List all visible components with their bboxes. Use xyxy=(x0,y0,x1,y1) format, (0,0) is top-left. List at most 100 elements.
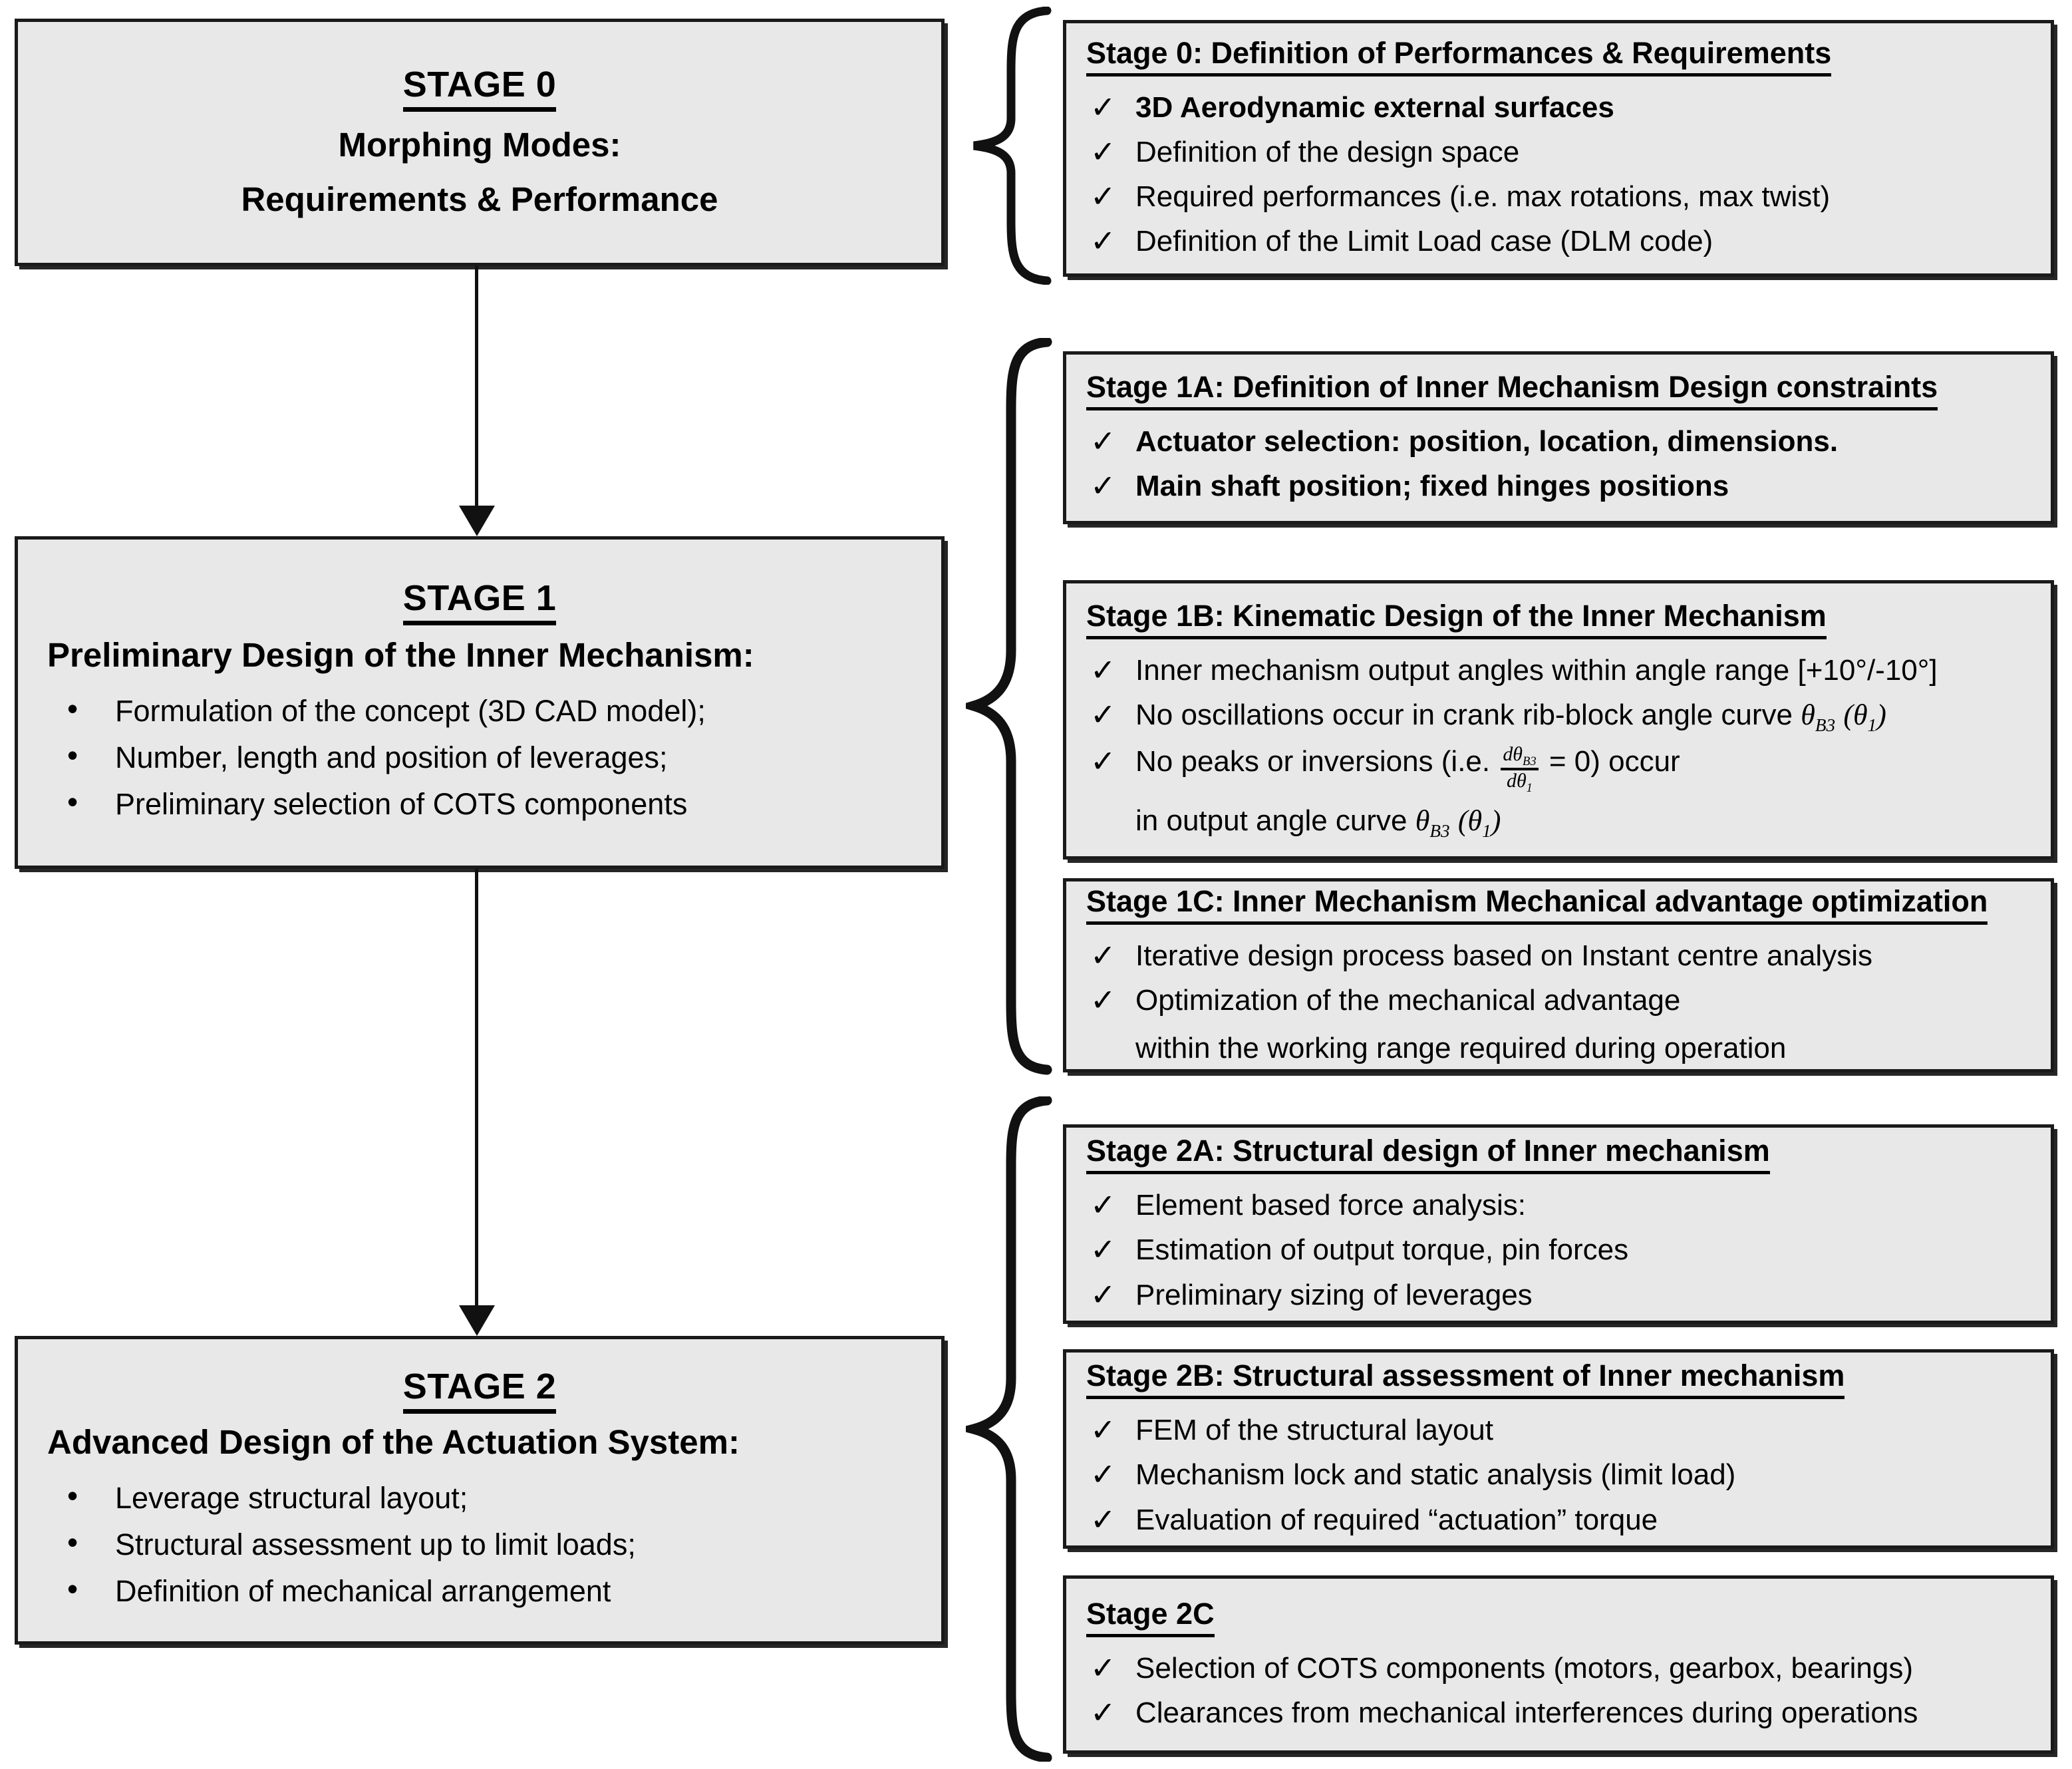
fraction-numerator: dθB3 xyxy=(1503,742,1537,768)
stage-1b-detail-list: ✓ Inner mechanism output angles within an… xyxy=(1086,649,2031,796)
stage-0-subtitle-line-2: Requirements & Performance xyxy=(241,180,718,219)
stage-1-title: STAGE 1 xyxy=(45,577,915,626)
theta-b3-symbol: θB3 xyxy=(1801,699,1836,735)
check-icon: ✓ xyxy=(1090,179,1116,214)
theta-b3-symbol: θB3 xyxy=(1415,804,1450,841)
arrow-stage1-to-stage2-line xyxy=(475,869,478,1309)
item-text: FEM of the structural layout xyxy=(1135,1414,1493,1447)
check-icon: ✓ xyxy=(1090,423,1116,458)
stage-0-detail-heading: Stage 0: Definition of Performances & Re… xyxy=(1086,35,1832,77)
stage-1-title-text: STAGE 1 xyxy=(402,578,557,626)
stage-1b-detail-box: Stage 1B: Kinematic Design of the Inner … xyxy=(1063,580,2054,860)
stage-0-subtitle-line-1: Morphing Modes: xyxy=(338,126,621,164)
stage-2a-detail-box: Stage 2A: Structural design of Inner mec… xyxy=(1063,1124,2054,1324)
stage-2b-detail-item-1: ✓ FEM of the structural layout xyxy=(1086,1408,2031,1452)
stage-1a-detail-heading: Stage 1A: Definition of Inner Mechanism … xyxy=(1086,369,1938,410)
item-text: 3D Aerodynamic external surfaces xyxy=(1135,90,1614,124)
stage-1c-detail-continuation: within the working range required during… xyxy=(1135,1031,1787,1064)
stage-2b-detail-item-3: ✓ Evaluation of required “actuation” torq… xyxy=(1086,1498,2031,1541)
stage-0-box: STAGE 0 Morphing Modes: Requirements & P… xyxy=(15,19,945,266)
check-icon: ✓ xyxy=(1090,652,1116,687)
item-text: Selection of COTS components (motors, ge… xyxy=(1135,1651,1913,1685)
check-icon: ✓ xyxy=(1090,1412,1116,1448)
stage-1a-detail-box: Stage 1A: Definition of Inner Mechanism … xyxy=(1063,351,2054,524)
stage-1c-detail-list: ✓ Iterative design process based on Insta… xyxy=(1086,934,2031,1023)
theta-1-argument: (θ1) xyxy=(1457,804,1501,841)
item-text: Definition of the Limit Load case (DLM c… xyxy=(1135,225,1713,258)
stage-2-bullet-list: Leverage structural layout; Structural a… xyxy=(45,1472,915,1615)
stage-1a-detail-item-2: ✓ Main shaft position; fixed hinges posit… xyxy=(1086,464,2031,508)
arrow-stage0-to-stage1-line xyxy=(475,266,478,507)
stage-2a-detail-list: ✓Element based force analysis: ✓Estimati… xyxy=(1086,1184,2031,1317)
stage-1-box: STAGE 1 Preliminary Design of the Inner … xyxy=(15,536,945,869)
equals-zero: = 0) occur xyxy=(1549,745,1680,778)
stage-1a-detail-list: ✓ Actuator selection: position, location,… xyxy=(1086,420,2031,509)
arrow-stage0-to-stage1-head xyxy=(459,506,495,536)
stage-2-title: STAGE 2 xyxy=(45,1366,915,1414)
stage-2c-detail-heading: Stage 2C xyxy=(1086,1596,1215,1637)
check-icon: ✓ xyxy=(1090,1277,1116,1312)
item-text: Main shaft position; fixed hinges positi… xyxy=(1135,470,1729,502)
item-text: Required performances (i.e. max rotation… xyxy=(1135,180,1831,213)
stage-2b-detail-item-2: ✓Mechanism lock and static analysis (lim… xyxy=(1086,1453,2031,1496)
stage-2-bullet-2: Structural assessment up to limit loads; xyxy=(67,1519,915,1568)
stage-0-detail-item-2: ✓ Definition of the design space xyxy=(1086,130,2031,174)
stage-1b-detail-item-1: ✓ Inner mechanism output angles within an… xyxy=(1086,649,2031,692)
check-icon: ✓ xyxy=(1090,938,1116,973)
item-text: Inner mechanism output angles within ang… xyxy=(1135,653,1938,687)
check-icon: ✓ xyxy=(1090,1502,1116,1537)
stage-2c-detail-item-2: ✓Clearances from mechanical interference… xyxy=(1086,1691,2031,1734)
stage-2b-detail-box: Stage 2B: Structural assessment of Inner… xyxy=(1063,1349,2054,1549)
stage-1b-detail-heading: Stage 1B: Kinematic Design of the Inner … xyxy=(1086,598,1827,639)
item-text: Element based force analysis: xyxy=(1135,1189,1526,1222)
stage-0-detail-item-1: ✓ 3D Aerodynamic external surfaces xyxy=(1086,86,2031,129)
brace-stage2 xyxy=(966,1096,1052,1762)
check-icon: ✓ xyxy=(1090,1695,1116,1730)
check-icon: ✓ xyxy=(1090,697,1116,732)
stage-0-title-text: STAGE 0 xyxy=(402,65,557,112)
stage-0-detail-box: Stage 0: Definition of Performances & Re… xyxy=(1063,20,2054,277)
stage-2c-detail-box: Stage 2C ✓ Selection of COTS components (… xyxy=(1063,1575,2054,1754)
stage-1a-detail-item-1: ✓ Actuator selection: position, location,… xyxy=(1086,420,2031,463)
stage-0-detail-item-4: ✓Definition of the Limit Load case (DLM … xyxy=(1086,220,2031,263)
item-text: Iterative design process based on Instan… xyxy=(1135,939,1872,973)
check-icon: ✓ xyxy=(1090,89,1116,124)
stage-1b-detail-item-2: ✓ No oscillations occur in crank rib-bloc… xyxy=(1086,693,2031,738)
check-icon: ✓ xyxy=(1090,744,1116,779)
stage-2-subtitle: Advanced Design of the Actuation System: xyxy=(47,1422,740,1461)
fraction-denominator: dθ1 xyxy=(1501,768,1539,795)
check-icon: ✓ xyxy=(1090,468,1116,503)
theta-1-argument: (θ1) xyxy=(1843,699,1886,735)
item-text: Actuator selection: position, location, … xyxy=(1135,424,1839,458)
check-icon: ✓ xyxy=(1090,1457,1116,1492)
stage-2-box: STAGE 2 Advanced Design of the Actuation… xyxy=(15,1336,945,1645)
stage-1-bullet-list: Formulation of the concept (3D CAD model… xyxy=(45,685,915,828)
stage-2c-detail-list: ✓ Selection of COTS components (motors, g… xyxy=(1086,1647,2031,1736)
stage-1c-detail-box: Stage 1C: Inner Mechanism Mechanical adv… xyxy=(1063,878,2054,1072)
check-icon: ✓ xyxy=(1090,1232,1116,1267)
stage-1b-detail-item-3: ✓ No peaks or inversions (i.e. dθB3 dθ1 =… xyxy=(1086,740,2031,795)
item-text: No oscillations occur in crank rib-block… xyxy=(1135,699,1886,735)
item-text: Evaluation of required “actuation” torqu… xyxy=(1135,1503,1658,1536)
stage-2-title-text: STAGE 2 xyxy=(402,1367,557,1414)
stage-2a-detail-item-1: ✓ Element based force analysis: xyxy=(1086,1184,2031,1227)
stage-2a-detail-heading: Stage 2A: Structural design of Inner mec… xyxy=(1086,1133,1770,1175)
check-icon: ✓ xyxy=(1090,1188,1116,1223)
item-text: Preliminary sizing of leverages xyxy=(1135,1278,1533,1311)
angle-range-value: [+10°/-10°] xyxy=(1797,653,1938,687)
brace-stage0 xyxy=(966,7,1052,285)
item-text: Definition of the design space xyxy=(1135,135,1520,168)
stage-1-bullet-1: Formulation of the concept (3D CAD model… xyxy=(67,685,915,734)
stage-1c-detail-item-2: ✓Optimization of the mechanical advantag… xyxy=(1086,979,2031,1022)
item-text: Optimization of the mechanical advantage xyxy=(1135,984,1681,1017)
stage-0-detail-list: ✓3D Aerodynamic external surfaces ✓Defin… xyxy=(1086,86,2031,264)
stage-1-subtitle: Preliminary Design of the Inner Mechanis… xyxy=(47,635,754,674)
item-text: No peaks or inversions (i.e. dθB3 dθ1 = … xyxy=(1135,742,1680,796)
stage-1-bullet-3: Preliminary selection of COTS components xyxy=(67,778,915,828)
stage-2-bullet-3: Definition of mechanical arrangement xyxy=(67,1565,915,1615)
check-icon: ✓ xyxy=(1090,134,1116,169)
stage-1c-detail-item-1: ✓ Iterative design process based on Insta… xyxy=(1086,934,2031,977)
stage-2b-detail-list: ✓ FEM of the structural layout ✓Mechanism… xyxy=(1086,1408,2031,1542)
stage-2a-detail-item-3: ✓ Preliminary sizing of leverages xyxy=(1086,1273,2031,1317)
